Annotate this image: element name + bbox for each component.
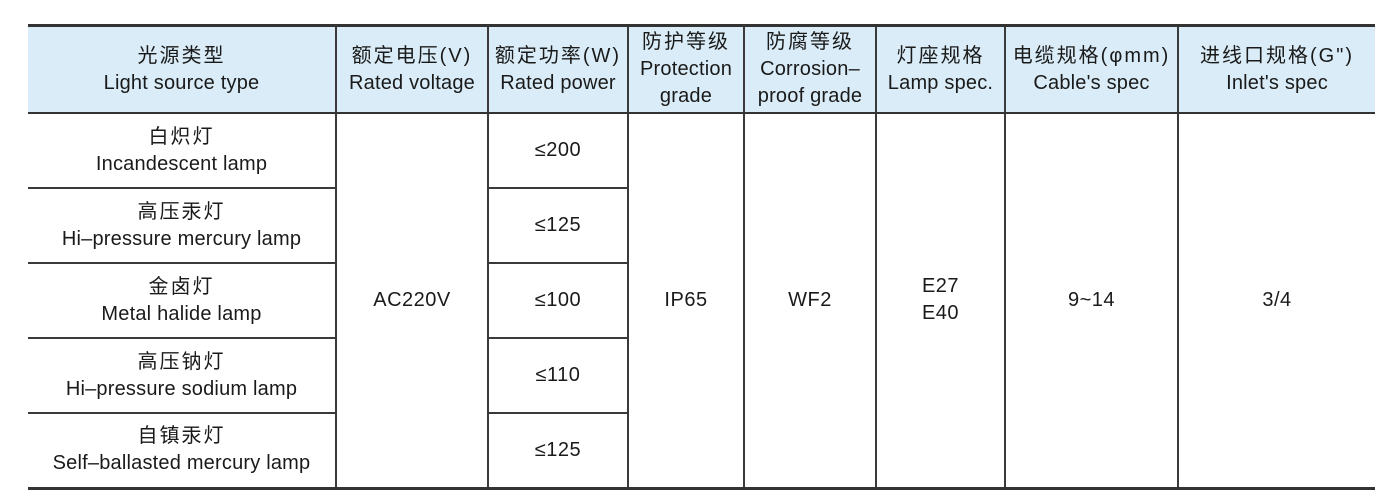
header-rated-voltage-en: Rated voltage	[348, 71, 476, 94]
lamp-type-cn: 白炽灯	[148, 125, 215, 148]
table-row: 高压汞灯 Hi–pressure mercury lamp ≤125	[28, 188, 1375, 264]
header-cell-inlet-spec: 进线口规格(G") Inlet's spec	[1177, 25, 1375, 114]
lamp-type-cell: 自镇汞灯 Self–ballasted mercury lamp	[28, 413, 336, 488]
header-row: 光源类型 Light source type 额定电压(V) Rated vol…	[28, 25, 1375, 114]
corrosion-grade-value: WF2	[788, 288, 832, 311]
header-corrosion-en1: Corrosion–	[760, 58, 860, 80]
header-cell-light-source-type: 光源类型 Light source type	[28, 25, 336, 114]
lamp-type-en: Self–ballasted mercury lamp	[52, 452, 311, 475]
protection-grade-value: IP65	[664, 288, 708, 311]
header-cable-spec-en: Cable's spec	[1033, 71, 1150, 94]
table-row: 金卤灯 Metal halide lamp ≤100	[28, 263, 1375, 339]
rated-power-cell: ≤110	[487, 338, 628, 414]
header-protection-cn: 防护等级	[642, 31, 730, 53]
header-corrosion-en2: proof grade	[757, 85, 863, 107]
lamp-type-en: Metal halide lamp	[101, 302, 262, 325]
lamp-type-cell: 高压汞灯 Hi–pressure mercury lamp	[28, 188, 336, 264]
rated-power-value: ≤100	[534, 289, 582, 311]
rated-power-cell: ≤200	[487, 113, 628, 189]
lamp-type-en: Hi–pressure mercury lamp	[61, 227, 302, 250]
lamp-type-cn: 高压汞灯	[137, 200, 226, 223]
protection-grade-cell: IP65	[627, 113, 744, 488]
rated-power-value: ≤125	[534, 438, 582, 461]
header-protection-en2: grade	[659, 85, 713, 107]
lamp-spec-value-2: E40	[921, 302, 960, 325]
header-cell-lamp-spec: 灯座规格 Lamp spec.	[875, 25, 1005, 114]
lamp-type-cell: 高压钠灯 Hi–pressure sodium lamp	[28, 338, 336, 414]
lamp-spec-cell: E27 E40	[875, 113, 1005, 488]
table-row: 高压钠灯 Hi–pressure sodium lamp ≤110	[28, 338, 1375, 414]
header-cell-cable-spec: 电缆规格(φmm) Cable's spec	[1004, 25, 1178, 114]
table-row: 自镇汞灯 Self–ballasted mercury lamp ≤125	[28, 413, 1375, 488]
inlet-spec-value: 3/4	[1262, 288, 1292, 311]
rated-power-cell: ≤125	[487, 413, 628, 488]
rated-power-value: ≤125	[534, 214, 582, 236]
lamp-type-cn: 自镇汞灯	[137, 425, 226, 448]
lamp-type-cn: 金卤灯	[148, 275, 215, 298]
rated-power-value: ≤110	[535, 364, 581, 386]
header-cell-rated-voltage: 额定电压(V) Rated voltage	[335, 25, 488, 114]
table-header: 光源类型 Light source type 额定电压(V) Rated vol…	[28, 25, 1375, 114]
header-cell-protection-grade: 防护等级 Protection grade	[627, 25, 744, 114]
rated-voltage-value: AC220V	[373, 288, 451, 311]
cable-spec-value: 9~14	[1067, 288, 1116, 311]
table-body: 白炽灯 Incandescent lamp AC220V ≤200 IP65 W…	[28, 113, 1375, 488]
header-light-source-en: Light source type	[103, 71, 260, 94]
inlet-spec-cell: 3/4	[1177, 113, 1375, 488]
cable-spec-cell: 9~14	[1004, 113, 1178, 488]
lamp-spec-value-1: E27	[921, 275, 960, 298]
header-lamp-spec-cn: 灯座规格	[896, 44, 985, 67]
rated-voltage-cell: AC220V	[335, 113, 488, 488]
header-protection-en1: Protection	[639, 58, 733, 80]
lamp-type-cell: 金卤灯 Metal halide lamp	[28, 263, 336, 339]
table-row: 白炽灯 Incandescent lamp AC220V ≤200 IP65 W…	[28, 113, 1375, 488]
spec-table-container: 光源类型 Light source type 额定电压(V) Rated vol…	[28, 24, 1375, 490]
header-lamp-spec-en: Lamp spec.	[887, 71, 994, 94]
header-cell-rated-power: 额定功率(W) Rated power	[487, 25, 628, 114]
header-cable-spec-cn: 电缆规格(φmm)	[1012, 44, 1171, 67]
header-rated-voltage-cn: 额定电压(V)	[351, 44, 473, 67]
header-inlet-spec-cn: 进线口规格(G")	[1200, 44, 1354, 67]
lamp-spec-table: 光源类型 Light source type 额定电压(V) Rated vol…	[28, 24, 1375, 490]
lamp-type-en: Hi–pressure sodium lamp	[65, 377, 298, 400]
header-light-source-cn: 光源类型	[137, 44, 226, 67]
lamp-type-cell: 白炽灯 Incandescent lamp	[28, 113, 336, 189]
lamp-type-cn: 高压钠灯	[137, 350, 226, 373]
corrosion-grade-cell: WF2	[743, 113, 876, 488]
lamp-type-en: Incandescent lamp	[95, 152, 268, 175]
header-corrosion-cn: 防腐等级	[766, 31, 854, 53]
rated-power-value: ≤200	[534, 139, 582, 161]
header-cell-corrosion-grade: 防腐等级 Corrosion– proof grade	[743, 25, 876, 114]
rated-power-cell: ≤125	[487, 188, 628, 264]
rated-power-cell: ≤100	[487, 263, 628, 339]
header-rated-power-en: Rated power	[500, 71, 616, 94]
header-rated-power-cn: 额定功率(W)	[494, 44, 622, 67]
header-inlet-spec-en: Inlet's spec	[1226, 71, 1328, 94]
